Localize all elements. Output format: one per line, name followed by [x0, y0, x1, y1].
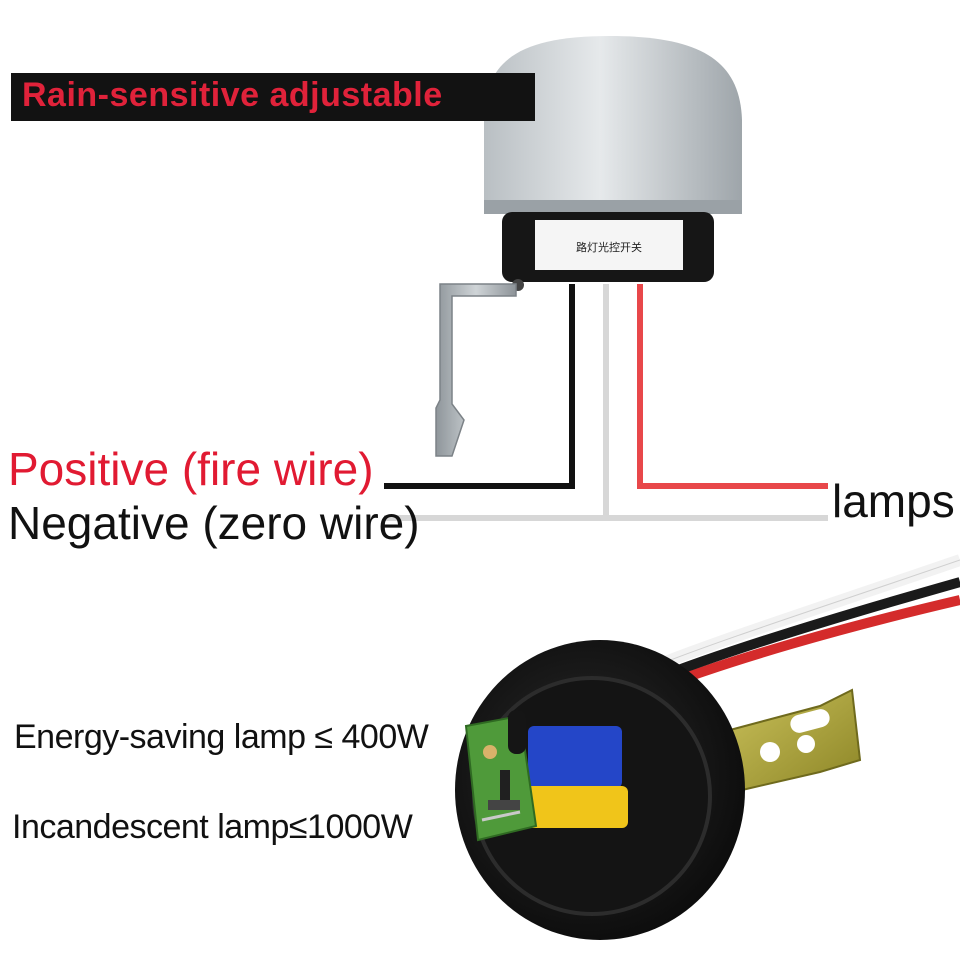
photocell-sensor: 路灯光控开关	[484, 36, 742, 291]
wires	[384, 284, 828, 521]
lamps-label: lamps	[832, 475, 955, 527]
sensor-housing-label: 路灯光控开关	[576, 240, 642, 254]
negative-wire-label: Negative (zero wire)	[8, 497, 420, 549]
headline: Rain-sensitive adjustable	[22, 76, 443, 114]
mounting-bracket	[435, 283, 517, 457]
headline-badge	[11, 73, 535, 121]
positive-wire-label: Positive (fire wire)	[8, 443, 374, 495]
incandescent-spec: Incandescent lamp≤1000W	[12, 808, 413, 846]
energy-saving-spec: Energy-saving lamp ≤ 400W	[14, 718, 429, 756]
wire-output	[637, 284, 828, 489]
wire-positive	[384, 284, 575, 489]
sensor-dome	[484, 36, 742, 212]
sensor-internal-photo	[400, 554, 960, 960]
sensor-label-plate	[535, 220, 683, 270]
